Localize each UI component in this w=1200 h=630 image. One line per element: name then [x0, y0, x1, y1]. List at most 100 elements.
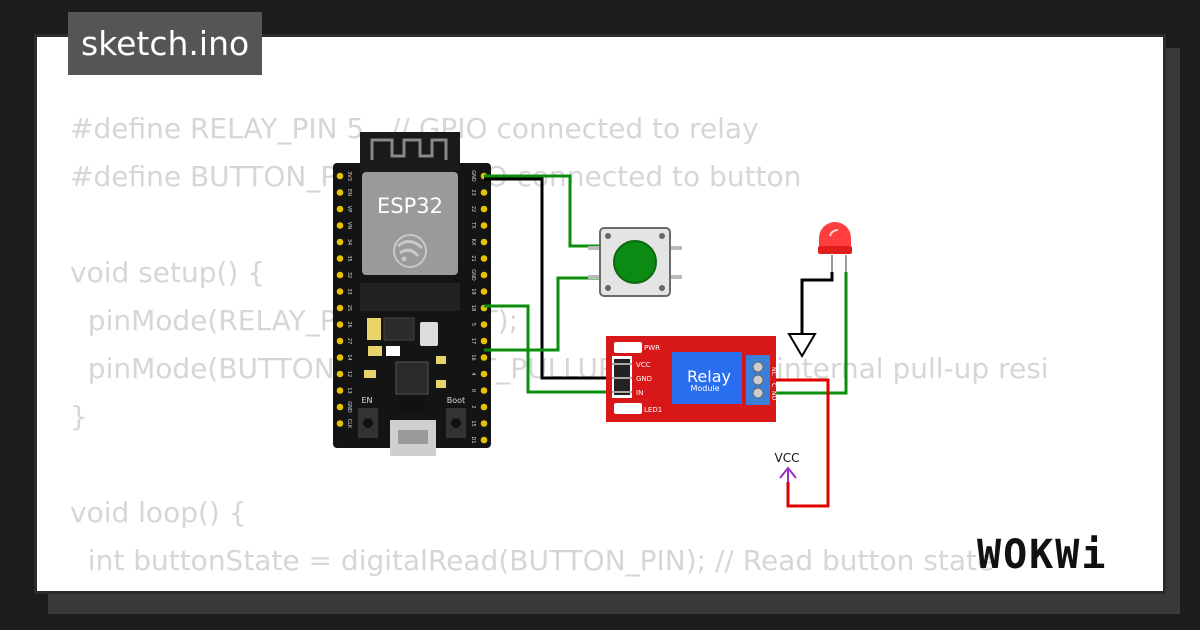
terminal-nc-label: NC: [770, 367, 777, 376]
right-pin-label: 0: [470, 389, 476, 392]
right-pin[interactable]: [480, 436, 488, 444]
left-pin[interactable]: [336, 288, 344, 295]
boot-label: Boot: [447, 396, 465, 405]
left-pin[interactable]: [336, 238, 344, 246]
wokwi-logo-text: WOKWi: [977, 532, 1107, 578]
antenna-trace-icon: [370, 138, 448, 160]
left-pin[interactable]: [336, 321, 344, 328]
esp32-shield: [362, 172, 458, 275]
right-pin[interactable]: [480, 337, 488, 345]
vcc-arrow-icon: [779, 466, 797, 482]
wire-led-gnd[interactable]: [800, 272, 834, 334]
right-pin[interactable]: [480, 420, 488, 427]
right-pin[interactable]: [480, 271, 488, 279]
right-pin-label: 15: [470, 420, 476, 426]
left-pin-label: 14: [346, 354, 352, 360]
left-pin-label: 34: [346, 239, 352, 245]
right-pin[interactable]: [480, 238, 488, 246]
en-label: EN: [361, 396, 372, 405]
relay-title: Relay: [687, 367, 731, 386]
right-pin-label: TX: [470, 221, 476, 229]
left-pin[interactable]: [336, 354, 344, 361]
left-pin[interactable]: [336, 271, 344, 279]
left-pin[interactable]: [336, 403, 344, 411]
espressif-logo-icon: [393, 234, 427, 268]
right-pin-label: 2: [470, 405, 476, 408]
right-pin-label: GND: [470, 170, 476, 182]
right-pin-label: 4: [470, 372, 476, 375]
red-led[interactable]: [818, 222, 852, 272]
left-pin[interactable]: [336, 387, 344, 394]
smd-component: [436, 380, 446, 388]
right-pin-label: 5: [470, 323, 476, 326]
wire-gnd-button[interactable]: [484, 174, 602, 248]
usb-uart-chip: [395, 361, 429, 395]
left-pin-label: 26: [346, 321, 352, 327]
right-pin[interactable]: [480, 403, 488, 411]
relay-body: [672, 352, 742, 404]
right-pin-label: 19: [470, 288, 476, 294]
right-pin[interactable]: [480, 205, 488, 213]
right-pin[interactable]: [480, 255, 488, 262]
smd-component: [436, 356, 446, 364]
push-button[interactable]: [588, 227, 682, 297]
left-pin[interactable]: [336, 189, 344, 196]
right-pin[interactable]: [480, 387, 488, 394]
relay-module[interactable]: PWR LED1 VCC GND IN Relay Module NC C NO: [606, 336, 777, 422]
right-pin-label: 17: [470, 338, 476, 344]
right-pin-label: 21: [470, 255, 476, 261]
left-pin[interactable]: [336, 222, 344, 229]
right-pin[interactable]: [480, 189, 488, 196]
right-pin-label: 22: [470, 206, 476, 212]
vcc-symbol: VCC: [775, 451, 800, 482]
terminal-com-label: C: [770, 383, 777, 387]
relay-subtitle: Module: [690, 384, 719, 393]
right-pin-label: GND: [470, 269, 476, 281]
left-pin-label: 35: [346, 255, 352, 261]
right-pin[interactable]: [480, 288, 488, 295]
button-cap[interactable]: [613, 240, 657, 284]
right-pin-label: 18: [470, 305, 476, 311]
wire-gpio5-relay-in[interactable]: [484, 304, 612, 394]
left-pin-label: VP: [346, 206, 352, 212]
left-pin[interactable]: [336, 255, 344, 262]
code-line: void setup() {: [70, 256, 266, 289]
esp32-chip-label: ESP32: [377, 194, 443, 218]
left-pin-label: 33: [346, 288, 352, 294]
wire-relay-vcc[interactable]: [768, 378, 830, 508]
right-pin[interactable]: [480, 370, 488, 378]
status-led: [614, 403, 642, 414]
right-pin[interactable]: [480, 222, 488, 229]
pwr-led: [614, 342, 642, 353]
left-pin-label: 3V3: [346, 171, 352, 181]
pin-header-small: [400, 397, 424, 411]
wire-button-gpio4[interactable]: [484, 276, 602, 352]
right-pin[interactable]: [480, 354, 488, 361]
code-line: }: [70, 400, 88, 433]
vcc-label: VCC: [775, 451, 800, 465]
preview-card: #define RELAY_PIN 5 // GPIO connected to…: [34, 34, 1166, 594]
left-pin[interactable]: [336, 172, 344, 180]
smd-component: [386, 346, 400, 356]
wire-gnd-relay[interactable]: [484, 177, 612, 380]
left-pin[interactable]: [336, 205, 344, 213]
left-pin-label: VN: [346, 222, 352, 229]
terminal-no-label: NO: [770, 391, 777, 400]
right-pin[interactable]: [480, 321, 488, 328]
left-pin[interactable]: [336, 304, 344, 312]
left-pin-label: 13: [346, 387, 352, 393]
regulator-chip: [383, 317, 415, 341]
filename-tab[interactable]: sketch.ino: [68, 12, 263, 75]
relay-pin-vcc: VCC: [636, 361, 651, 369]
left-pin-label: EN: [346, 189, 352, 196]
left-pin-label: CLK: [346, 419, 352, 429]
left-pin[interactable]: [336, 420, 344, 427]
left-pin[interactable]: [336, 370, 344, 378]
esp32-board[interactable]: ESP32 3V3ENVPVN34353233252627141213GNDCL…: [333, 132, 491, 456]
wokwi-logo[interactable]: WOKWi: [975, 528, 1155, 580]
wire-relay-led[interactable]: [768, 272, 848, 395]
left-pin[interactable]: [336, 337, 344, 345]
